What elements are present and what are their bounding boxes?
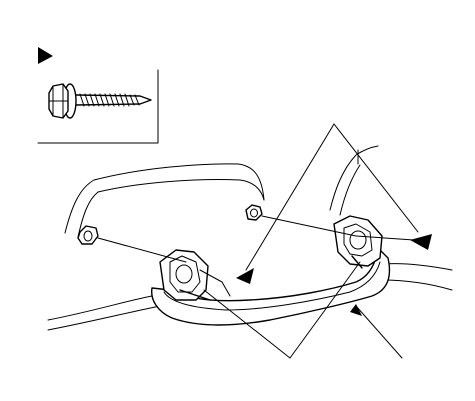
screw-detail-inset bbox=[37, 47, 159, 144]
assembly-lines bbox=[97, 123, 419, 359]
roof-lining-outline bbox=[47, 145, 453, 331]
arrow-right-screw bbox=[410, 234, 432, 250]
triangle-pointer-icon bbox=[38, 47, 53, 64]
inset-border bbox=[37, 69, 159, 144]
self-tapping-screw-icon bbox=[48, 83, 152, 119]
arrow-handle bbox=[350, 304, 362, 316]
grab-handle bbox=[151, 215, 391, 326]
mounting-clip-right bbox=[245, 204, 263, 221]
arrow-left-screw bbox=[236, 268, 254, 284]
arrowheads bbox=[236, 234, 432, 316]
mounting-clip-left bbox=[77, 225, 99, 245]
